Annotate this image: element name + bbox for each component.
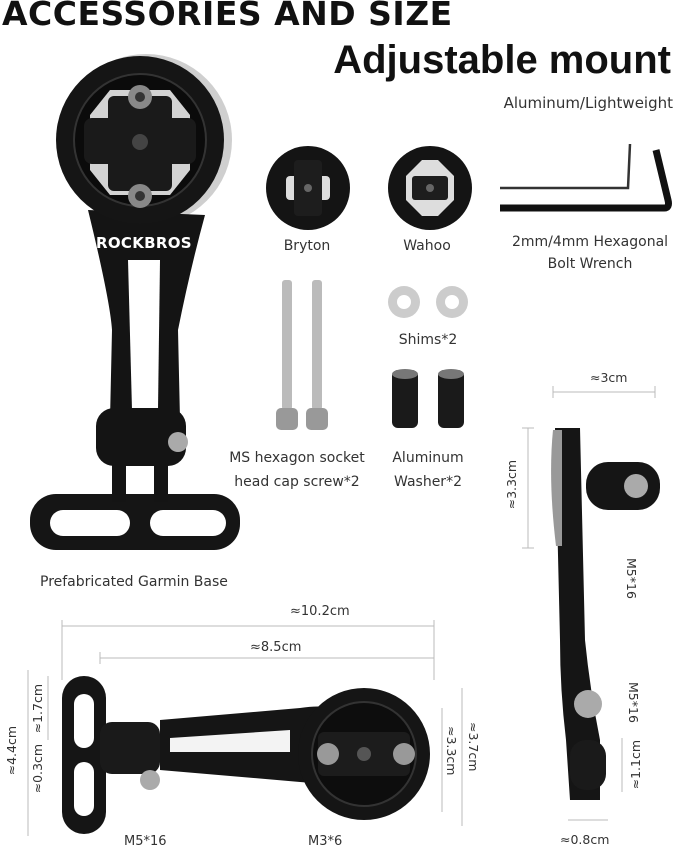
wrench-label-line2: Bolt Wrench [547, 256, 633, 272]
shims-label: Shims*2 [398, 332, 458, 348]
wrench-label-line1: 2mm/4mm Hexagonal [511, 234, 669, 250]
hex-wrench-image [500, 143, 672, 212]
arm-length-dim: ≈8.5cm [250, 640, 302, 655]
head-bolt-label: M3*6 [308, 834, 343, 849]
wahoo-adapter-image [388, 146, 472, 230]
brand-logo: ROCKBROS [96, 234, 192, 252]
screw-label-line2: head cap screw*2 [234, 474, 360, 490]
side-width-dim: ≈3cm [590, 370, 628, 385]
washers-image [392, 369, 464, 428]
washer-label-line2: Washer*2 [394, 474, 462, 490]
wahoo-label: Wahoo [403, 238, 451, 254]
section-title: ACCESSORIES AND SIZE [2, 0, 453, 33]
garmin-base-label: Prefabricated Garmin Base [40, 574, 228, 590]
head-inner-dim: ≈3.3cm [444, 726, 459, 776]
product-subtitle: Adjustable mount [333, 38, 671, 82]
clamp-gap-dim: ≈1.7cm [30, 684, 45, 734]
total-length-dim: ≈10.2cm [290, 604, 350, 619]
washer-label-line1: Aluminum [392, 450, 464, 466]
screws-image [276, 280, 328, 430]
material-tagline: Aluminum/Lightweight [503, 94, 673, 112]
side-bolt-top-label: M5*16 [624, 558, 639, 599]
bryton-adapter-image [266, 146, 350, 230]
screw-label-line1: MS hexagon socket [229, 450, 365, 466]
shims-image [388, 286, 468, 318]
clamp-height-dim: ≈4.4cm [4, 726, 19, 776]
clamp-thickness-dim: ≈0.3cm [30, 744, 45, 794]
side-thickness-dim: ≈0.8cm [560, 832, 610, 847]
head-outer-dim: ≈3.7cm [466, 722, 481, 772]
side-bolt-bottom-label: M5*16 [626, 682, 641, 723]
bottom-bolt-label: M5*16 [124, 834, 167, 849]
bryton-label: Bryton [283, 238, 331, 254]
